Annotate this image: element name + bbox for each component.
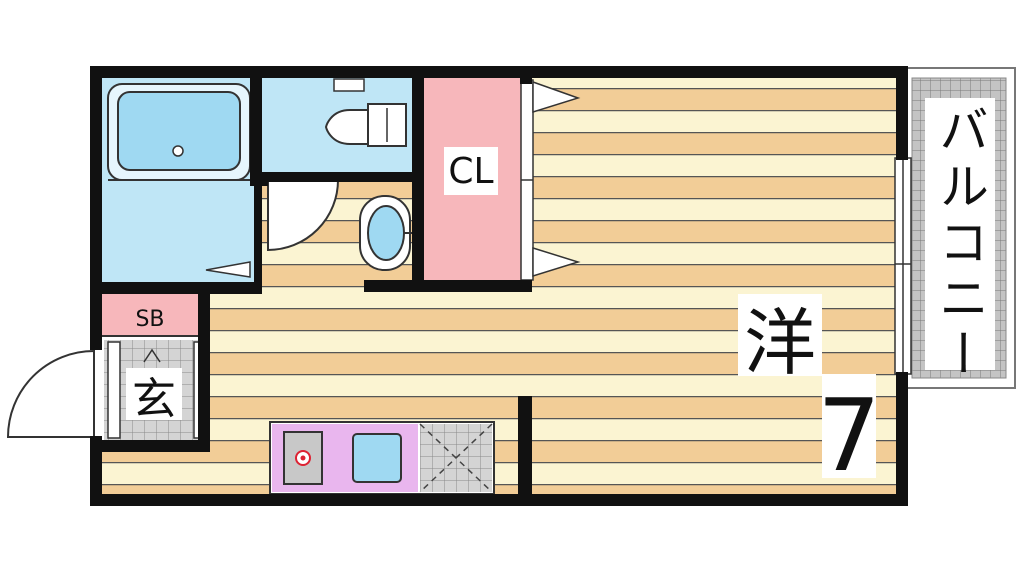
- stove: [283, 431, 323, 485]
- shoe-box-label: SB: [135, 307, 164, 332]
- east-window: [894, 157, 912, 375]
- western-room-label: 洋: [744, 301, 816, 385]
- kitchen-counter: [269, 421, 495, 495]
- walls: [90, 66, 908, 506]
- western-room-size: 7: [817, 377, 881, 494]
- kitchen-sink: [352, 433, 402, 483]
- entrance-label: 玄: [132, 374, 176, 425]
- entry-door: [6, 349, 95, 438]
- bathtub: [117, 91, 241, 171]
- closet: CL: [424, 76, 581, 281]
- shoe-box: SB: [100, 292, 204, 337]
- toilet-bowl: [324, 109, 369, 145]
- closet-door-marker-bottom: [532, 246, 581, 278]
- entrance: 玄: [104, 340, 205, 442]
- toilet-room: [262, 76, 414, 174]
- bathroom-door-marker: [205, 261, 251, 278]
- drain-icon: [172, 145, 184, 157]
- closet-door-marker-top: [532, 80, 581, 114]
- bathroom: [100, 76, 256, 284]
- closet-label: CL: [448, 151, 493, 192]
- washbasin: [359, 195, 412, 271]
- toilet-paper-holder: [333, 78, 365, 92]
- balcony: [904, 67, 1016, 389]
- balcony-label: バルコニー: [931, 104, 989, 384]
- western-room-label-group: 洋 7: [738, 294, 881, 494]
